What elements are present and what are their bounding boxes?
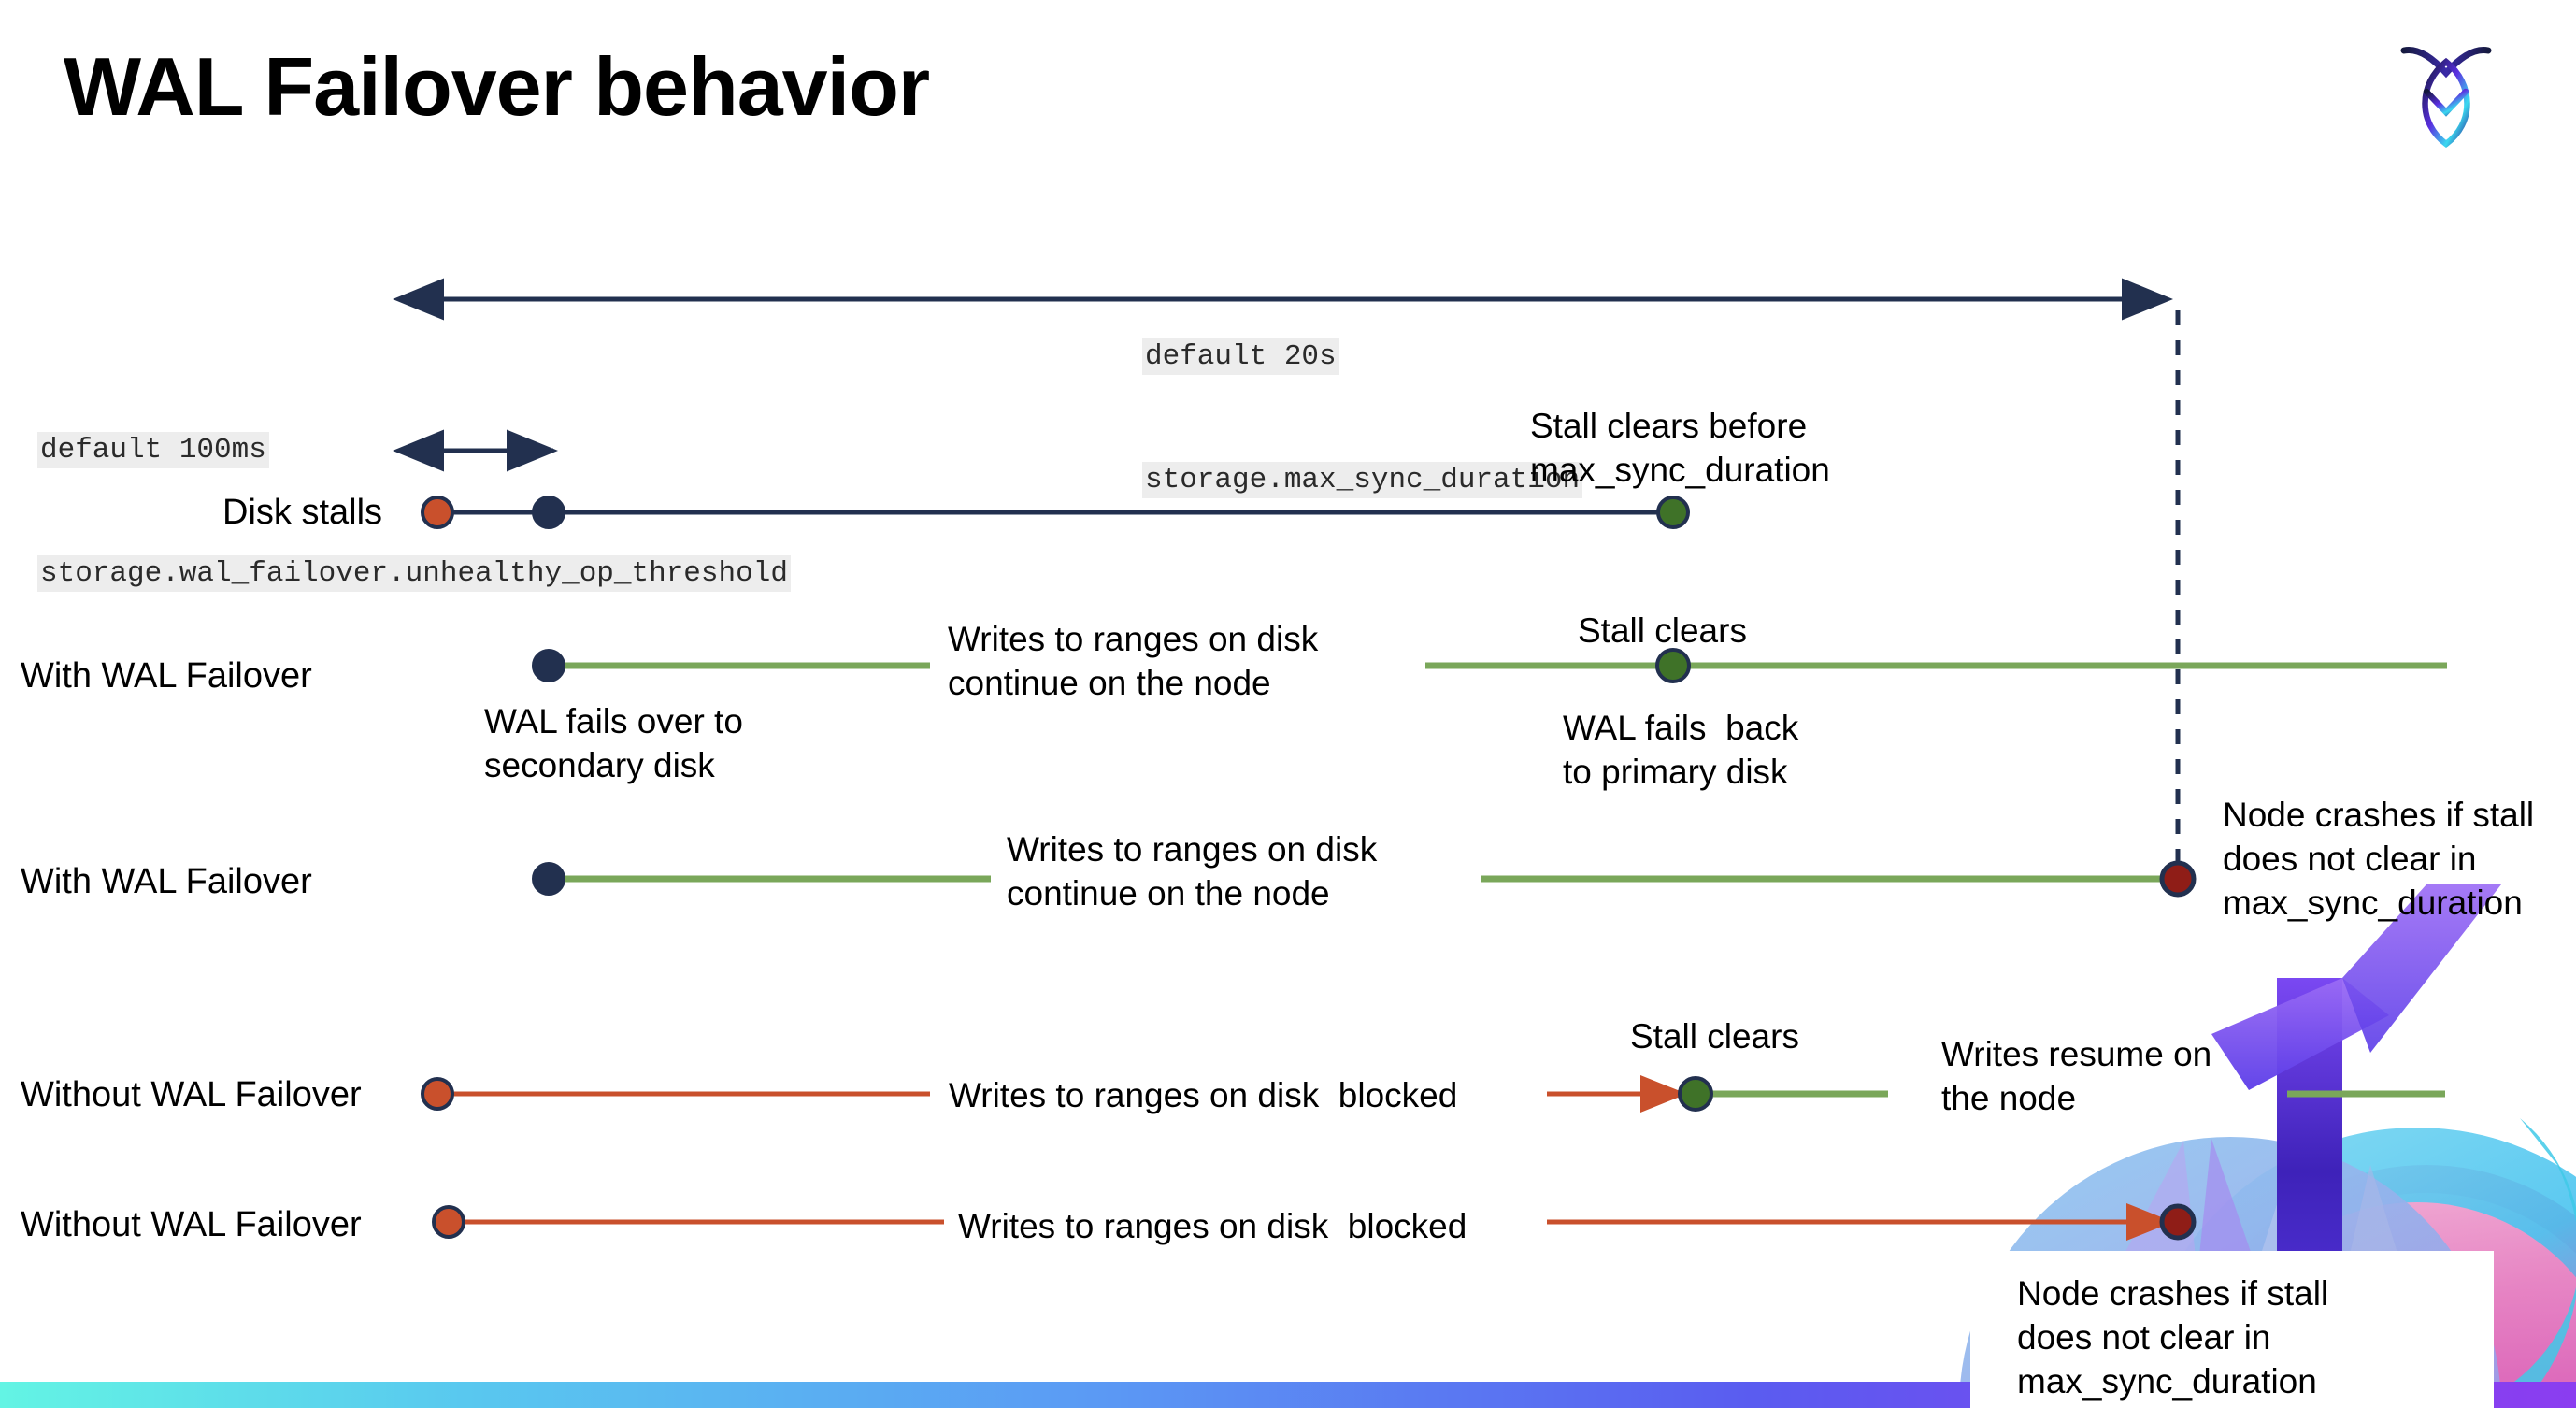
callout-writes-blocked-row5: Writes to ranges on disk blocked: [958, 1207, 1467, 1245]
row-label-without-wal-failover-2: Without WAL Failover: [21, 1205, 362, 1244]
callout-stall-clears-row2: Stall clears: [1578, 611, 1747, 650]
callout-writes-continue-row2: Writes to ranges on disk continue on the…: [948, 620, 1319, 702]
row-label-disk-stalls: Disk stalls: [222, 493, 383, 532]
row3-node-crash-dot: [2159, 860, 2197, 898]
callout-backdrop: [1970, 1251, 2494, 1408]
row-label-with-wal-failover-2: With WAL Failover: [21, 862, 312, 901]
row5-stall-start-dot: [432, 1205, 465, 1239]
annotation-max-sync-setting: storage.max_sync_duration: [1142, 462, 1583, 498]
callout-node-crashes-row5: Node crashes if stall does not clear in …: [2017, 1274, 2329, 1401]
row4-stall-start-dot: [421, 1077, 454, 1111]
callout-node-crashes-row3: Node crashes if stall does not clear in …: [2223, 796, 2535, 922]
row1-stall-start-dot: [421, 496, 454, 529]
page-title: WAL Failover behavior: [64, 40, 930, 133]
row2-failover-dot: [532, 649, 565, 682]
annotation-max-sync-default: default 20s: [1142, 338, 1339, 375]
row-label-without-wal-failover-1: Without WAL Failover: [21, 1075, 362, 1114]
row5-node-crash-dot: [2159, 1203, 2197, 1241]
callout-writes-resume: Writes resume on the node: [1941, 1035, 2212, 1117]
annotation-max-sync-duration: default 20s storage.max_sync_duration: [1142, 254, 1583, 583]
callout-wal-fails-over: WAL fails over to secondary disk: [484, 702, 743, 784]
row3-failover-dot: [532, 862, 565, 896]
cockroachdb-logo-icon: [2400, 47, 2492, 149]
row-label-with-wal-failover-1: With WAL Failover: [21, 656, 312, 696]
row1-stall-clears-dot: [1656, 496, 1690, 529]
callout-stall-clears-row4: Stall clears: [1630, 1017, 1799, 1056]
callout-writes-continue-row3: Writes to ranges on disk continue on the…: [1007, 830, 1378, 912]
callout-wal-fails-back: WAL fails back to primary disk: [1563, 709, 1799, 791]
row2-stall-clears-dot: [1655, 648, 1691, 683]
annotation-unhealthy-default: default 100ms: [37, 432, 269, 468]
annotation-unhealthy-setting: storage.wal_failover.unhealthy_op_thresh…: [37, 555, 791, 592]
callout-stall-clears-before: Stall clears before max_sync_duration: [1530, 407, 1830, 489]
annotation-unhealthy-op-threshold: default 100ms storage.wal_failover.unhea…: [37, 348, 791, 677]
callout-writes-blocked-row4: Writes to ranges on disk blocked: [949, 1076, 1458, 1114]
row4-stall-clears-dot: [1678, 1076, 1713, 1112]
row1-failover-dot: [532, 496, 565, 529]
